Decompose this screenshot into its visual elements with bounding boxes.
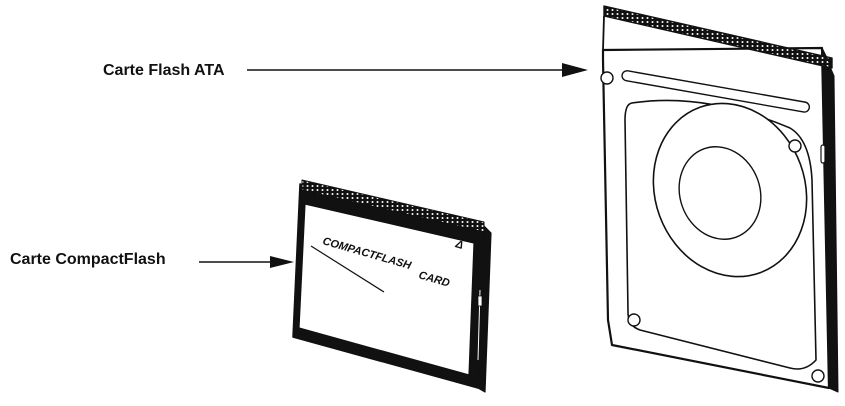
ata-card-pointer <box>247 63 588 77</box>
cf-card-notch <box>477 295 483 307</box>
compactflash-card-label: Carte CompactFlash <box>10 251 166 268</box>
cf-card-label-face <box>298 203 475 376</box>
ata-card-hole <box>600 71 614 85</box>
compactflash-card <box>292 179 492 393</box>
cf-card-label-rule <box>310 245 385 293</box>
ata-card-hole <box>811 369 825 383</box>
ata-card-label-slot <box>621 70 811 113</box>
cf-card-connector <box>301 179 485 233</box>
ata-flash-card <box>600 5 839 393</box>
ata-card-side-slot <box>820 144 826 164</box>
ata-card-disc-hub <box>678 146 762 240</box>
ata-card-label: Carte Flash ATA <box>103 62 225 79</box>
compactflash-card-pointer <box>199 256 294 268</box>
ata-card-hole <box>788 139 802 153</box>
ata-card-hole <box>627 313 641 327</box>
cf-card-pin1-mark: Δ <box>453 238 464 252</box>
cf-card-edge <box>477 225 492 393</box>
